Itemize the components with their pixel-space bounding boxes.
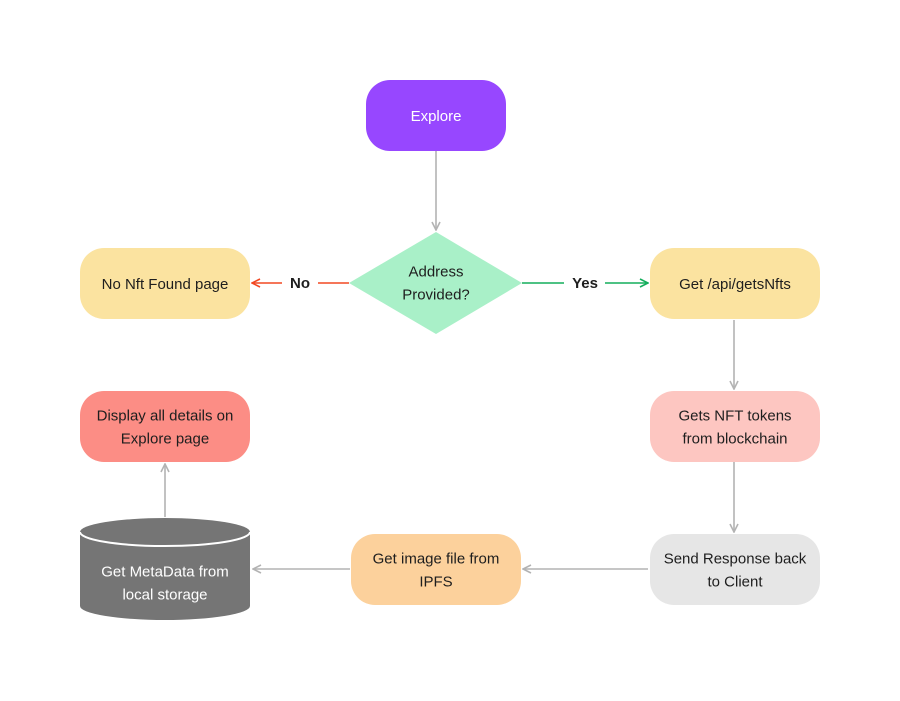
node-get-image xyxy=(351,534,521,605)
explore-label-line: Explore xyxy=(411,108,462,125)
metadata-label-line: local storage xyxy=(122,587,207,604)
node-send-response-label: Send Response back to Client xyxy=(664,551,807,591)
send-response-label-line: Send Response back xyxy=(664,551,807,568)
get-image-label-line: IPFS xyxy=(419,574,452,591)
node-gets-tokens-label: Gets NFT tokens from blockchain xyxy=(678,408,791,448)
node-explore xyxy=(366,80,506,151)
no-found-label-line: No Nft Found page xyxy=(102,276,229,293)
gets-tokens-label-line: Gets NFT tokens xyxy=(678,408,791,425)
display-label-line: Display all details on xyxy=(97,408,234,425)
edge-label-yes: Yes xyxy=(572,275,598,292)
decision-label-line: Address xyxy=(408,264,463,281)
get-api-label-line: Get /api/getsNfts xyxy=(679,276,791,293)
display-label-line: Explore page xyxy=(121,431,209,448)
node-metadata-label: Get MetaData from local storage xyxy=(101,564,229,604)
node-metadata-cylinder xyxy=(79,518,251,620)
node-get-api-label: Get /api/getsNfts xyxy=(679,276,791,293)
metadata-label-line: Get MetaData from xyxy=(101,564,229,581)
node-explore-label: Explore xyxy=(411,108,462,125)
node-decision xyxy=(349,232,522,334)
node-display xyxy=(80,391,250,462)
node-get-api xyxy=(650,248,820,319)
node-no-nft-found-label: No Nft Found page xyxy=(102,276,229,293)
send-response-label-line: to Client xyxy=(707,574,763,591)
gets-tokens-label-line: from blockchain xyxy=(682,431,787,448)
node-display-label: Display all details on Explore page xyxy=(97,408,234,448)
edge-label-no: No xyxy=(290,275,310,292)
get-image-label-line: Get image file from xyxy=(373,551,500,568)
node-send-response xyxy=(650,534,820,605)
node-no-nft-found xyxy=(80,248,250,319)
node-gets-tokens xyxy=(650,391,820,462)
decision-label-line: Provided? xyxy=(402,287,470,304)
